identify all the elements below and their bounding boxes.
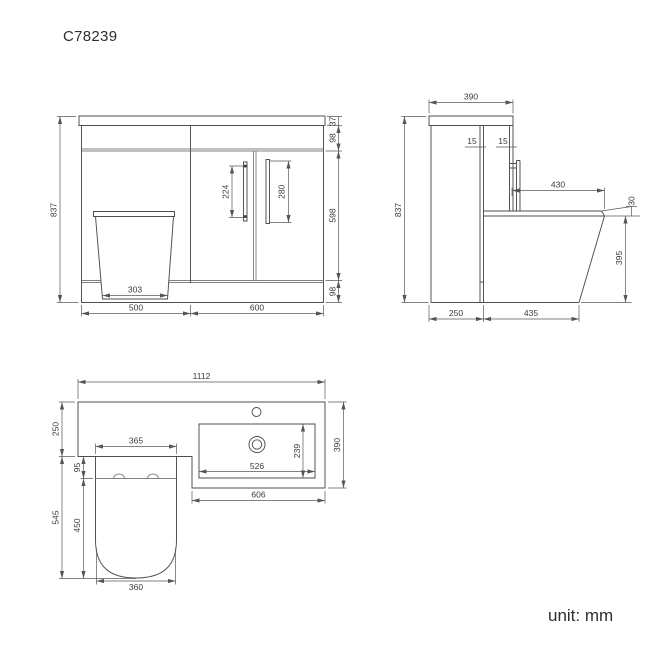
plan-toilet-outline [95, 456, 177, 579]
dim-front-door-height: 598 [328, 208, 338, 222]
dim-front-toilet-base: 303 [128, 285, 142, 295]
tap-hole [251, 407, 262, 417]
dim-side-seat-thickness: 30 [627, 196, 637, 206]
drain-outer [248, 436, 266, 453]
plan-view: 1112 250 545 95 450 365 360 526 239 606 … [51, 371, 347, 592]
dim-side-panel-left: 15 [467, 136, 477, 146]
drawing-number: C78239 [63, 28, 118, 45]
side-extension-lines [401, 99, 640, 322]
drain-inner [251, 439, 263, 450]
dim-front-worktop: 37 [328, 117, 338, 127]
dim-front-handle-right: 280 [277, 184, 287, 198]
side-view: 390 837 15 15 430 30 395 250 435 [393, 92, 640, 322]
dim-front-handle-left: 224 [221, 184, 231, 198]
dim-plan-seat-width: 360 [129, 582, 143, 592]
dim-plan-basin-depth: 390 [332, 438, 342, 452]
front-door-handles [243, 159, 270, 224]
dim-side-toilet-projection: 435 [524, 308, 538, 318]
side-cabinet-outline [430, 125, 579, 303]
plan-toilet-hinge-line [95, 473, 177, 479]
dim-front-toilet-unit-width: 500 [129, 303, 143, 313]
dim-front-total-height: 837 [49, 203, 59, 217]
plan-counter-outline [77, 401, 326, 489]
dim-side-bowl-height: 395 [614, 251, 624, 265]
dim-front-basin-unit-width: 600 [250, 303, 264, 313]
dim-plan-counter-depth: 250 [51, 422, 61, 436]
front-worktop-outline [78, 115, 326, 126]
dim-plan-bowl-width: 526 [250, 461, 264, 471]
front-view: 837 37 98 598 98 500 600 303 224 280 [49, 115, 342, 317]
front-handle-fixings [243, 164, 247, 218]
front-cabinet-outline [81, 125, 324, 303]
dim-side-cabinet-depth: 250 [449, 308, 463, 318]
dim-plan-basin-width: 606 [251, 490, 265, 500]
front-panel-lines [81, 148, 324, 283]
front-extension-lines [57, 116, 342, 317]
front-toilet-outline [93, 211, 175, 300]
dim-side-panel-right: 15 [498, 136, 508, 146]
dim-plan-seat-length: 450 [72, 518, 82, 532]
dim-plan-toilet-length: 545 [51, 510, 61, 524]
side-toilet-outline [483, 210, 605, 303]
unit-label: unit: mm [548, 606, 614, 625]
dim-front-plinth: 98 [328, 287, 338, 297]
dim-front-upper-panel: 98 [328, 133, 338, 143]
dim-side-seat-projection: 430 [551, 180, 565, 190]
plan-basin-bowl [198, 423, 316, 479]
dim-plan-toilet-width: 365 [129, 436, 143, 446]
dim-plan-hinge-offset: 95 [72, 463, 82, 473]
plan-extension-lines [59, 379, 347, 585]
dim-plan-total-width: 1112 [193, 371, 211, 381]
dim-side-total-height: 837 [393, 203, 403, 217]
dim-side-worktop-depth: 390 [464, 92, 478, 102]
side-flush-pipe [509, 160, 521, 211]
dim-plan-bowl-depth: 239 [292, 444, 302, 458]
side-worktop-outline [428, 115, 514, 126]
